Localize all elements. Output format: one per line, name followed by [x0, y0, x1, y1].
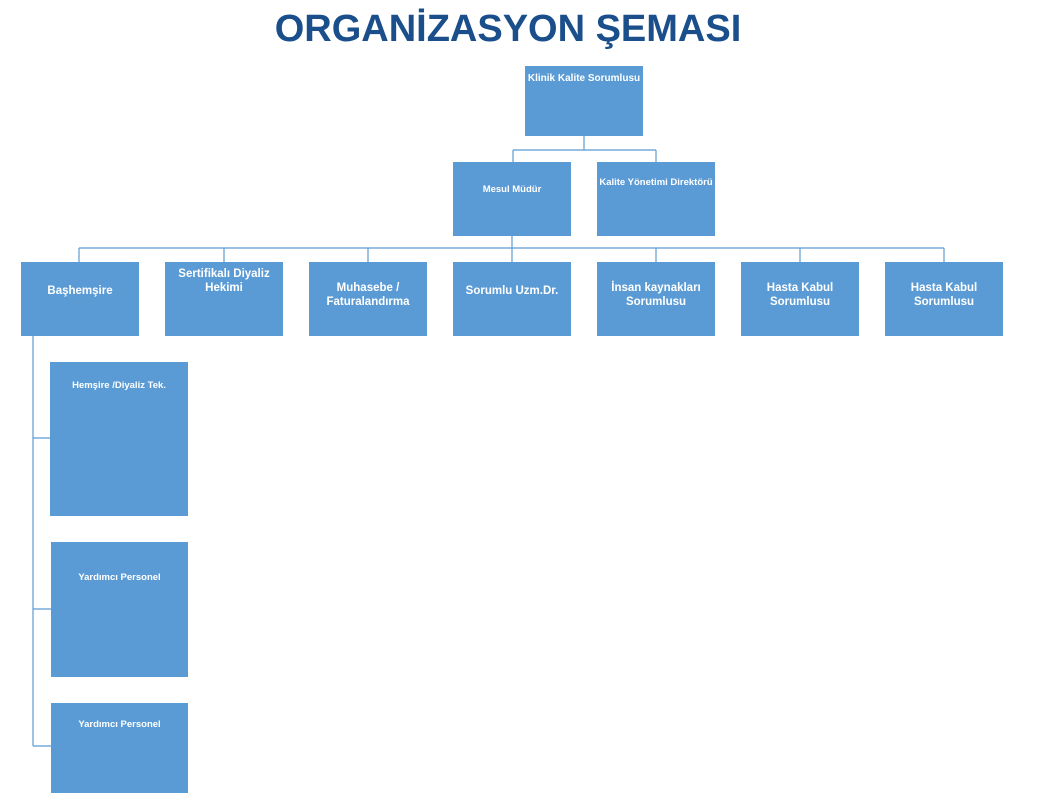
node-bashemsire: Başhemşire	[21, 262, 139, 336]
node-label: Başhemşire	[47, 284, 113, 297]
node-label: İnsan kaynakları Sorumlusu	[611, 281, 701, 308]
node-label: Hemşire /Diyaliz Tek.	[72, 380, 166, 391]
node-sertifikali-diyaliz-hekimi: Sertifikalı Diyaliz Hekimi	[165, 262, 283, 336]
node-hasta-kabul-sorumlusu: Hasta Kabul Sorumlusu	[741, 262, 859, 336]
node-hemsire-diyaliz-tek: Hemşire /Diyaliz Tek.	[50, 362, 188, 516]
node-label: Muhasebe / Faturalandırma	[326, 281, 410, 308]
node-label: Hasta Kabul Sorumlusu	[766, 281, 834, 308]
node-label: Yardımcı Personel	[78, 572, 161, 583]
node-kalite-yonetimi-direktoru: Kalite Yönetimi Direktörü	[597, 162, 715, 236]
node-insan-kaynaklari-sorumlusu: İnsan kaynakları Sorumlusu	[597, 262, 715, 336]
node-label: Hasta Kabul Sorumlusu	[910, 281, 978, 308]
node-label: Yardımcı Personel	[78, 719, 161, 730]
node-yardimci-personel-2: Yardımcı Personel	[51, 703, 188, 793]
node-hasta-kabul-sorumlusu-2: Hasta Kabul Sorumlusu	[885, 262, 1003, 336]
node-label: Sorumlu Uzm.Dr.	[465, 284, 559, 297]
node-yardimci-personel-1: Yardımcı Personel	[51, 542, 188, 677]
node-klinik-kalite-sorumlusu: Klinik Kalite Sorumlusu	[525, 66, 643, 136]
node-sorumlu-uzm-dr: Sorumlu Uzm.Dr.	[453, 262, 571, 336]
node-label: Mesul Müdür	[482, 184, 542, 195]
page-title: ORGANİZASYON ŞEMASI	[274, 8, 742, 50]
node-label: Klinik Kalite Sorumlusu	[527, 73, 641, 84]
node-muhasebe-faturalandirma: Muhasebe / Faturalandırma	[309, 262, 427, 336]
node-mesul-mudur: Mesul Müdür	[453, 162, 571, 236]
node-label: Kalite Yönetimi Direktörü	[599, 177, 713, 188]
node-label: Sertifikalı Diyaliz Hekimi	[178, 268, 270, 295]
